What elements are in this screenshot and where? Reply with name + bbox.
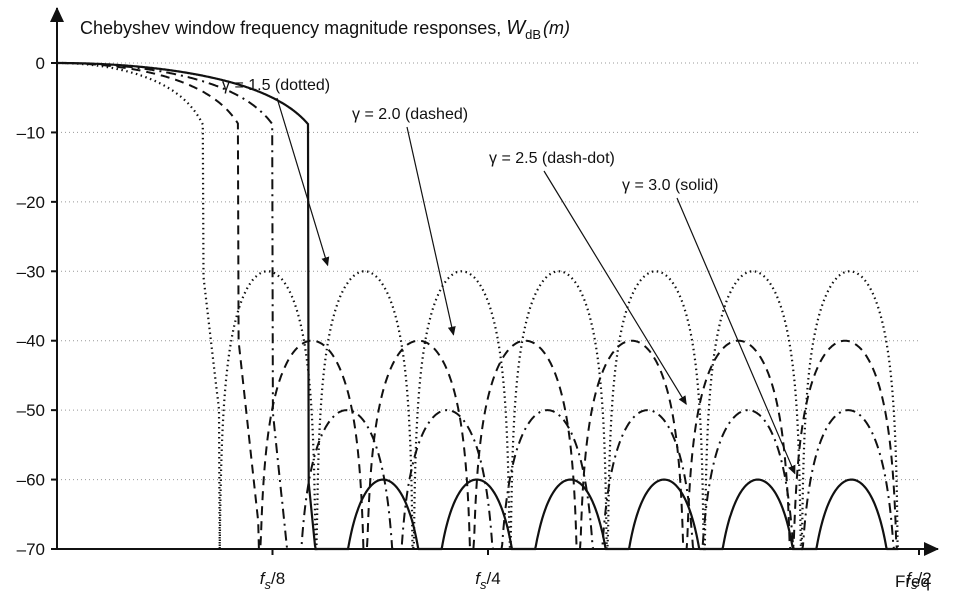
y-tick-label: –20 [17,193,45,212]
annotation-label: γ = 1.5 (dotted) [222,77,330,94]
y-tick-label: –50 [17,401,45,420]
series-curves [57,61,900,553]
y-tick-label: –40 [17,332,45,351]
annotation-label: γ = 2.0 (dashed) [352,106,468,123]
annotation-arrow [676,197,796,475]
y-tick-label: –30 [17,262,45,281]
annotation-arrow [406,126,456,336]
series-line [57,62,899,550]
x-ticks: fs/8 fs/4 fs/2 [260,549,932,592]
series-line [57,61,899,551]
series-line [57,62,899,550]
x-axis-label: Freq [895,572,930,591]
x-tick-label: fs/8 [260,569,285,592]
annotation-label: γ = 2.5 (dash-dot) [489,150,615,167]
annotation-arrow [543,170,687,405]
annotation-arrow [276,97,330,267]
y-ticks: 0 –10 –20 –30 –40 –50 –60 –70 [17,54,57,559]
x-tick-label: fs/2 [906,569,931,592]
y-tick-label: –10 [17,123,45,142]
y-tick-label: –70 [17,540,45,559]
x-tick-label: fs/4 [475,569,500,592]
series-line [57,61,900,553]
annotations: γ = 1.5 (dotted) γ = 2.0 (dashed) γ = 2.5 … [222,77,796,475]
y-tick-label: 0 [36,54,45,73]
axes [50,7,939,556]
y-tick-label: –60 [17,471,45,490]
annotation-label: γ = 3.0 (solid) [622,177,718,194]
grid-lines [57,62,919,481]
chart-title: Chebyshev window frequency magnitude res… [80,17,570,42]
